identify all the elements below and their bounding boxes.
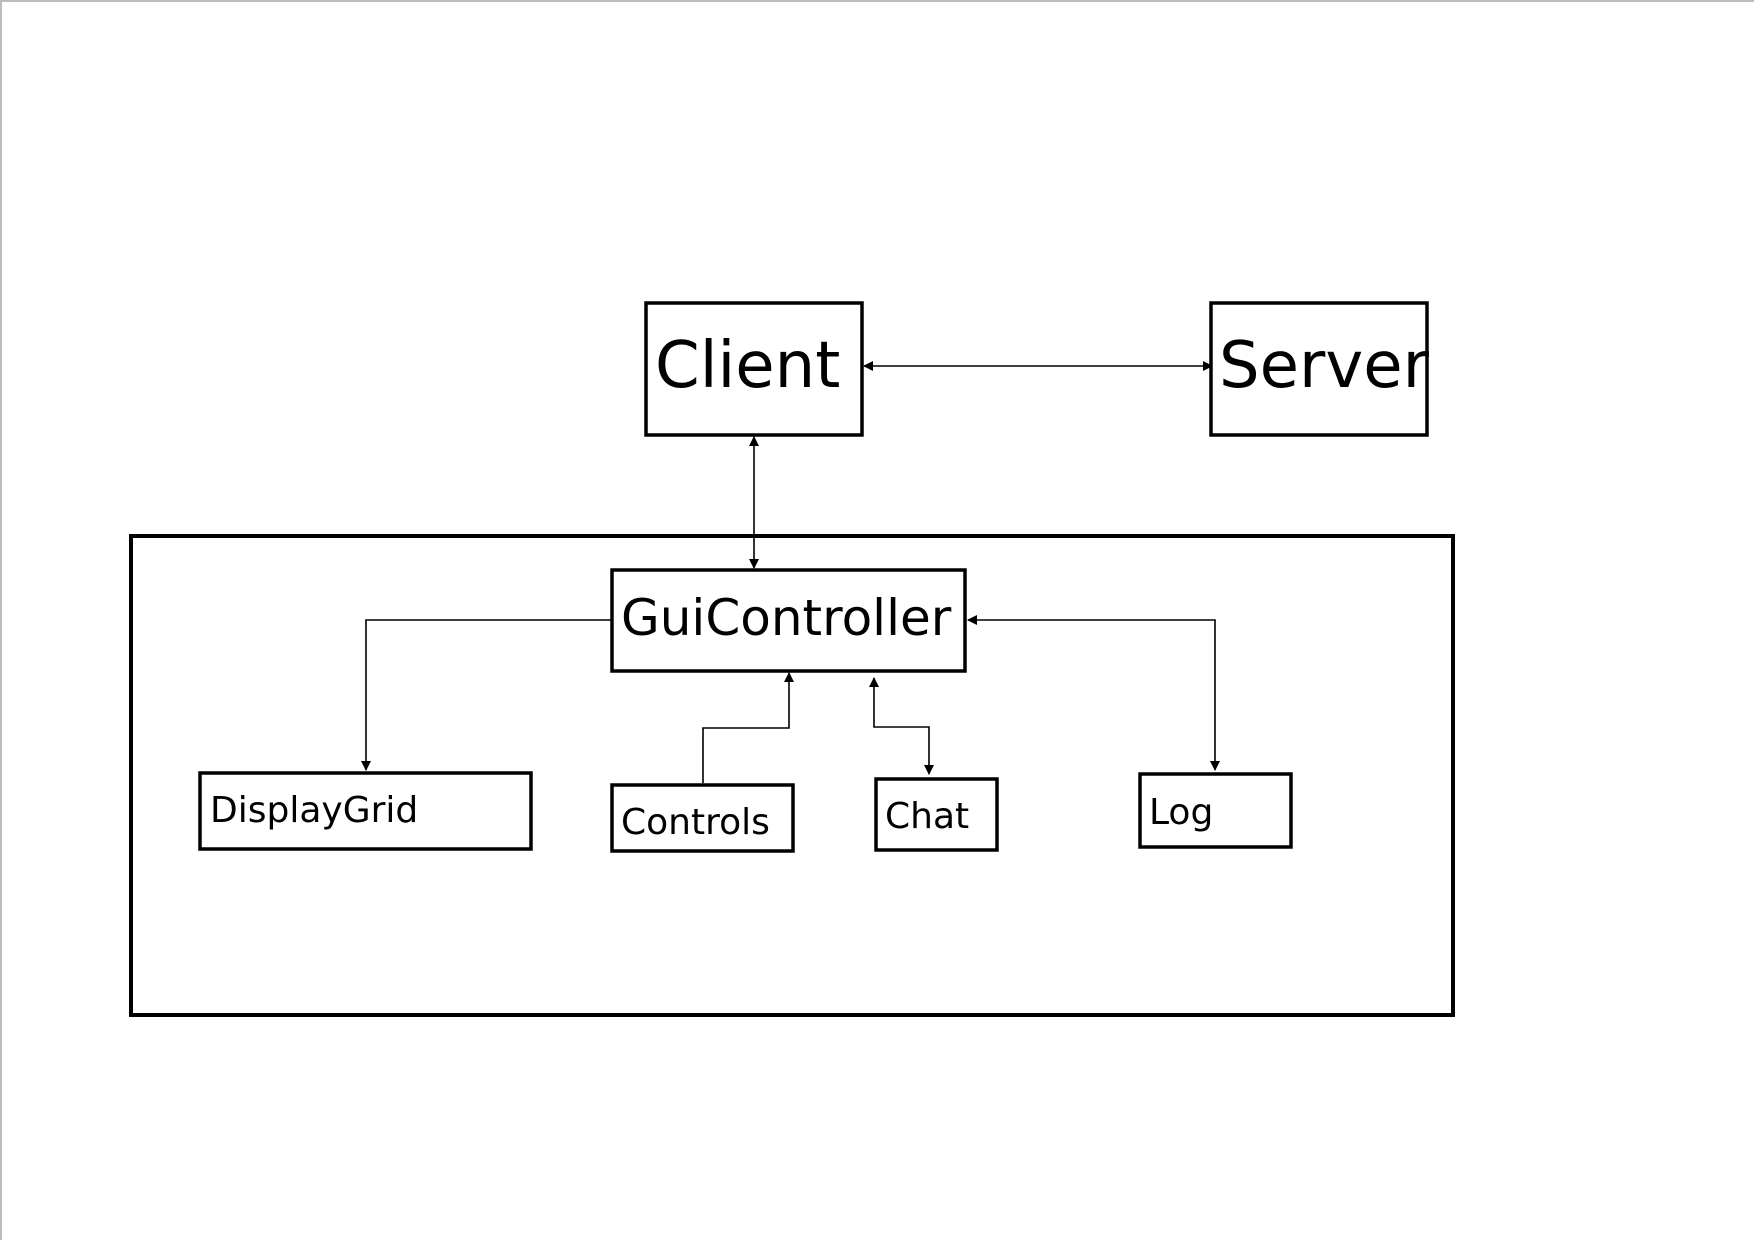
controls-label: Controls [621, 802, 770, 843]
gui-package-frame [129, 534, 1455, 1017]
guicontroller-label: GuiController [621, 589, 952, 647]
server-node: Server [1209, 301, 1430, 437]
client-label: Client [655, 329, 840, 403]
guicontroller-chat-connector [869, 677, 934, 775]
log-label: Log [1149, 792, 1213, 833]
displaygrid-node: DisplayGrid [198, 771, 533, 851]
chat-label: Chat [885, 796, 969, 837]
server-label: Server [1219, 329, 1430, 403]
log-node: Log [1138, 772, 1293, 849]
controls-guicontroller-connector [702, 672, 794, 783]
guicontroller-node: GuiController [610, 568, 967, 673]
displaygrid-label: DisplayGrid [210, 790, 418, 831]
controls-node: Controls [610, 783, 795, 853]
guicontroller-log-connector [967, 615, 1220, 771]
guicontroller-displaygrid-connector [361, 619, 612, 771]
chat-node: Chat [874, 777, 999, 852]
client-node: Client [644, 301, 864, 437]
